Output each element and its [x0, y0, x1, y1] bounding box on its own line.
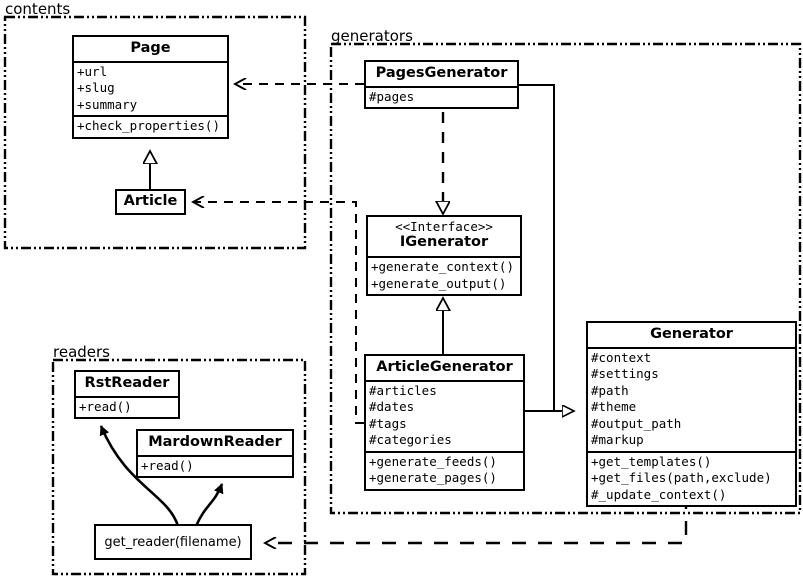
class-attributes-page: +url +slug +summary [74, 60, 227, 116]
function-label-get-reader: get_reader(filename) [104, 534, 242, 550]
class-box-pagesgenerator[interactable]: PagesGenerator #pages [364, 60, 519, 110]
method-generate-feeds: +generate_feeds() [369, 453, 497, 469]
class-attributes-generator: #context #settings #path #theme #output_… [588, 346, 795, 451]
method-get-templates: +get_templates() [591, 453, 712, 469]
method-generate-pages: +generate_pages() [369, 470, 497, 486]
class-methods-rstreader: +read() [76, 395, 178, 418]
class-name-mardownreader: MardownReader [148, 434, 282, 450]
attribute-tags: #tags [369, 415, 407, 431]
attribute-articles: #articles [369, 382, 437, 398]
class-box-generator[interactable]: Generator #context #settings #path #them… [586, 321, 797, 508]
attribute-pages: #pages [369, 88, 415, 104]
attribute-markup: #markup [591, 432, 644, 448]
class-methods-generator: +get_templates() +get_files(path,exclude… [588, 450, 795, 506]
class-box-article[interactable]: Article [115, 189, 186, 215]
class-methods-igenerator: +generate_context() +generate_output() [368, 256, 520, 294]
class-attributes-pagesgenerator: #pages [366, 85, 517, 108]
method-get-files: +get_files(path,exclude) [591, 470, 772, 486]
package-label-readers: readers [53, 343, 110, 361]
class-box-page[interactable]: Page +url +slug +summary +check_properti… [72, 35, 229, 139]
class-methods-page: +check_properties() [74, 115, 227, 137]
class-name-rstreader: RstReader [84, 375, 170, 391]
attribute-path: #path [591, 382, 629, 398]
class-box-igenerator[interactable]: <<Interface>> IGenerator +generate_conte… [366, 215, 522, 297]
attribute-slug: +slug [77, 80, 115, 96]
package-label-generators: generators [331, 27, 413, 45]
relation-pagesgenerator-extends-generator [519, 84, 573, 411]
method-read-markdown: +read() [141, 457, 194, 473]
attribute-categories: #categories [369, 432, 452, 448]
method-update-context: #_update_context() [591, 486, 727, 502]
class-methods-articlegenerator: +generate_feeds() +generate_pages() [366, 450, 523, 489]
attribute-dates: #dates [369, 399, 415, 415]
function-box-get-reader[interactable]: get_reader(filename) [94, 524, 252, 560]
method-read-rst: +read() [79, 398, 132, 414]
class-stereotype-igenerator: <<Interface>> [395, 219, 493, 234]
class-methods-mardownreader: +read() [138, 454, 292, 477]
method-generate-context: +generate_context() [371, 259, 514, 275]
attribute-settings: #settings [591, 366, 659, 382]
attribute-context: #context [591, 349, 652, 365]
method-generate-output: +generate_output() [371, 275, 507, 291]
relation-getreader-returns-mardownreader [194, 483, 224, 527]
class-name-page: Page [130, 40, 171, 56]
attribute-theme: #theme [591, 399, 637, 415]
class-name-articlegenerator: ArticleGenerator [376, 359, 513, 375]
attribute-summary: +summary [77, 96, 138, 112]
package-label-contents: contents [5, 0, 71, 18]
relation-articlegenerator-uses-article [194, 202, 364, 424]
class-name-igenerator: IGenerator [399, 234, 489, 251]
method-check-properties: +check_properties() [77, 118, 220, 134]
attribute-output-path: #output_path [591, 415, 682, 431]
class-box-articlegenerator[interactable]: ArticleGenerator #articles #dates #tags … [364, 354, 525, 491]
attribute-url: +url [77, 63, 108, 79]
class-attributes-articlegenerator: #articles #dates #tags #categories [366, 379, 523, 451]
class-name-pagesgenerator: PagesGenerator [375, 65, 508, 81]
class-box-rstreader[interactable]: RstReader +read() [74, 370, 180, 420]
class-name-article: Article [123, 193, 178, 209]
class-box-mardownreader[interactable]: MardownReader +read() [136, 429, 294, 479]
class-name-generator: Generator [650, 326, 733, 342]
